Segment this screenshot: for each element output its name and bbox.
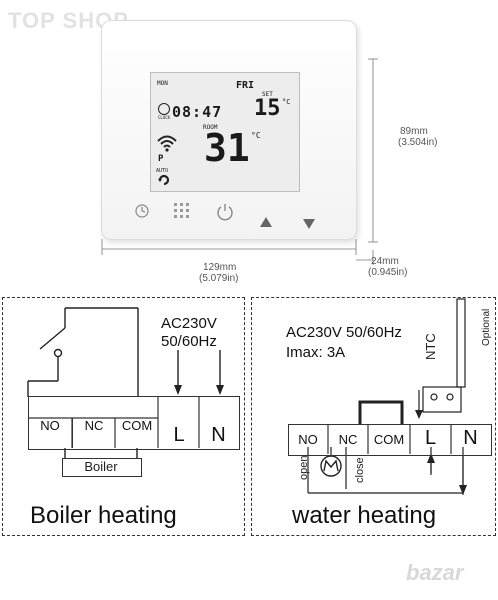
water-terminal-dividers bbox=[327, 424, 452, 454]
lcd-p-label: P bbox=[158, 154, 164, 164]
boiler-terminal-nc: NC bbox=[84, 418, 104, 433]
boiler-wiring-diagram bbox=[27, 307, 224, 459]
boiler-terminal-l: L bbox=[173, 424, 185, 446]
up-arrow-button-icon[interactable] bbox=[259, 216, 273, 228]
lcd-mon: MON bbox=[157, 80, 168, 87]
lcd-room-temp: 31 bbox=[204, 126, 250, 170]
water-heating-panel bbox=[251, 297, 496, 536]
water-power-label: AC230V 50/60Hz bbox=[286, 324, 402, 341]
clock-button-icon[interactable] bbox=[134, 203, 150, 219]
height-mm-label: 89mm bbox=[400, 126, 428, 137]
water-terminal-l: L bbox=[424, 427, 437, 449]
boiler-label: Boiler bbox=[84, 459, 118, 474]
lcd-set-label: SET bbox=[262, 91, 273, 98]
boiler-box bbox=[62, 458, 142, 477]
power-button-icon[interactable] bbox=[216, 203, 234, 221]
lcd-room-label: ROOM bbox=[203, 124, 218, 131]
water-heating-caption: water heating bbox=[292, 502, 437, 529]
clock-icon bbox=[158, 103, 170, 115]
watermark-bottom: bazar bbox=[406, 560, 464, 585]
boiler-terminal-n: N bbox=[211, 424, 226, 446]
wifi-icon bbox=[157, 135, 177, 152]
lcd-room-unit: °C bbox=[251, 131, 261, 140]
boiler-terminal-com: COM bbox=[121, 418, 153, 433]
menu-grid-button-icon[interactable] bbox=[173, 202, 191, 220]
water-terminal-block bbox=[288, 424, 492, 456]
lcd-day: FRI bbox=[236, 80, 255, 91]
water-terminal-n: N bbox=[463, 427, 478, 449]
lcd-clock: 08:47 bbox=[172, 103, 223, 121]
water-terminal-no: NO bbox=[298, 432, 318, 447]
lcd-clock-label: CLOCK bbox=[158, 115, 171, 120]
boiler-power-label: AC230V bbox=[161, 315, 217, 332]
lcd-screen bbox=[150, 72, 300, 192]
boiler-freq-label: 50/60Hz bbox=[161, 333, 217, 350]
valve-close-label: close bbox=[354, 457, 366, 483]
height-in-label: (3.504in) bbox=[398, 137, 438, 148]
boiler-heating-caption: Boiler heating bbox=[30, 502, 177, 529]
down-arrow-button-icon[interactable] bbox=[302, 218, 316, 230]
dimension-lines bbox=[101, 58, 378, 265]
water-terminal-com: COM bbox=[373, 432, 405, 447]
auto-cycle-icon bbox=[158, 174, 170, 186]
boiler-terminal-block bbox=[28, 396, 240, 450]
depth-mm-label: 24mm bbox=[371, 256, 399, 267]
depth-in-label: (0.945in) bbox=[368, 267, 408, 278]
water-wiring-diagram bbox=[307, 298, 467, 495]
boiler-heating-panel bbox=[2, 297, 245, 536]
valve-open-label: open bbox=[298, 455, 310, 480]
lcd-auto-label: AUTO bbox=[156, 168, 169, 174]
lcd-set-unit: °C bbox=[282, 98, 291, 106]
width-in-label: (5.079in) bbox=[199, 273, 239, 284]
boiler-terminal-dividers bbox=[28, 396, 200, 448]
width-mm-label: 129mm bbox=[203, 262, 237, 273]
water-imax-label: Imax: 3A bbox=[286, 344, 346, 361]
lcd-set-temp: 15 bbox=[254, 96, 281, 121]
water-terminal-nc: NC bbox=[338, 432, 358, 447]
